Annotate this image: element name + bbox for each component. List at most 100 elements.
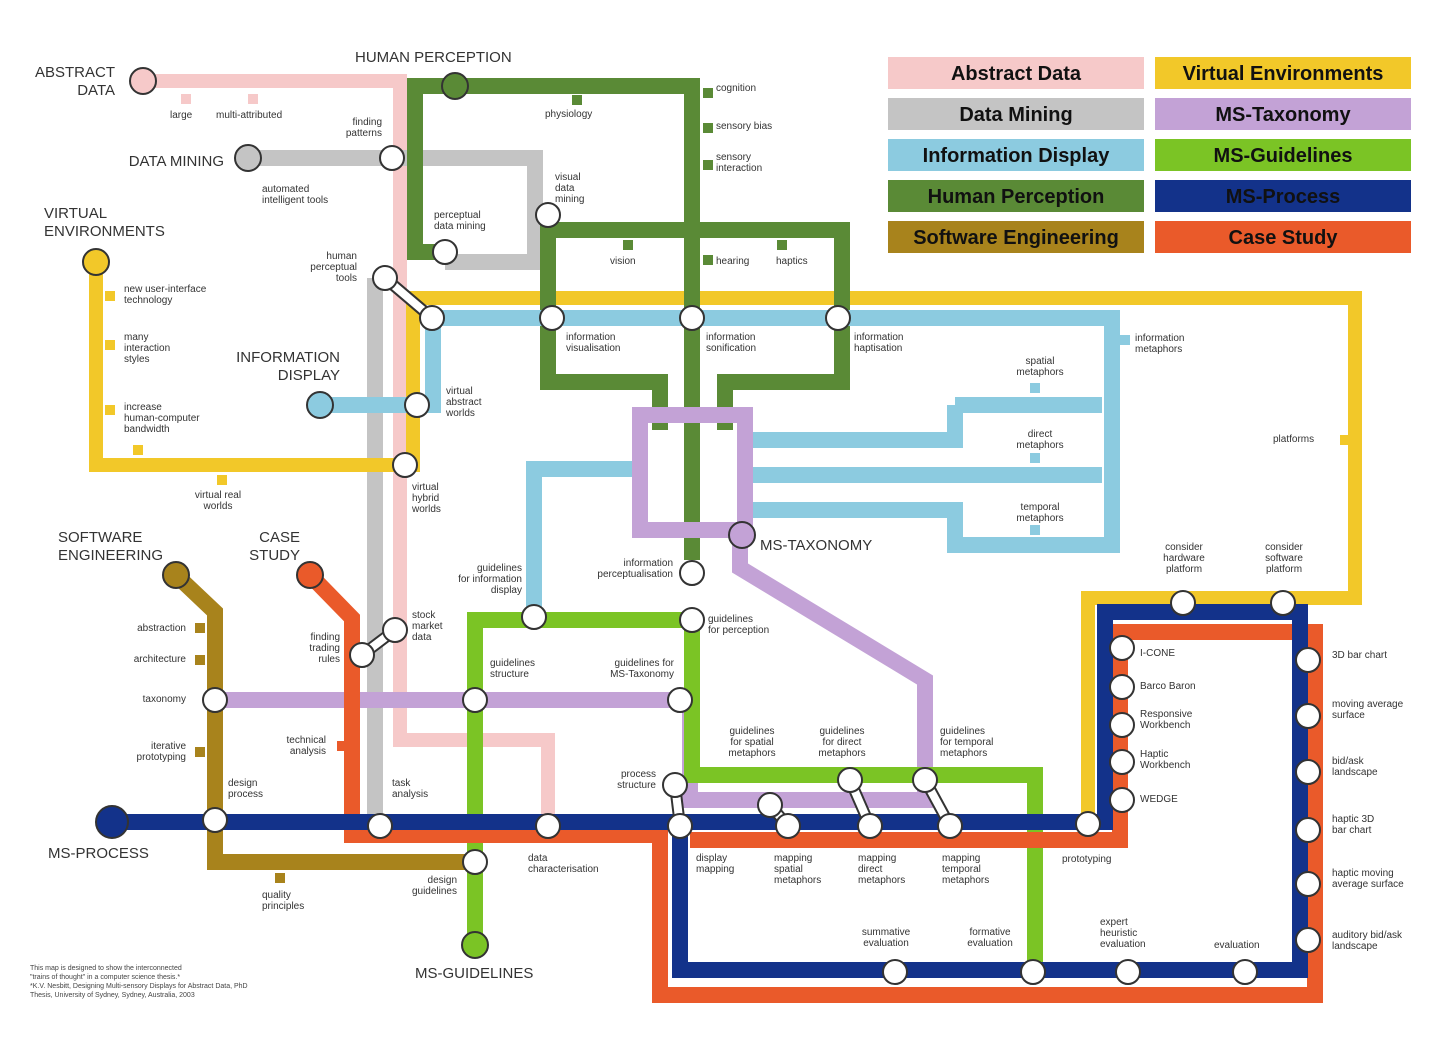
- legend-label: Software Engineering: [913, 227, 1119, 249]
- station[interactable]: [857, 813, 883, 839]
- station[interactable]: [1109, 787, 1135, 813]
- station[interactable]: [1109, 674, 1135, 700]
- legend-swatch: [1155, 57, 1411, 89]
- line-stub: [572, 95, 582, 105]
- station[interactable]: [837, 767, 863, 793]
- station[interactable]: [539, 305, 565, 331]
- station[interactable]: [1109, 712, 1135, 738]
- station[interactable]: [1020, 959, 1046, 985]
- station-label-physiology: physiology: [545, 109, 592, 120]
- station[interactable]: [535, 202, 561, 228]
- terminal-virtual-environments[interactable]: [82, 248, 110, 276]
- station[interactable]: [535, 813, 561, 839]
- line-stub: [133, 445, 143, 455]
- terminal-label-ms-guidelines: MS-GUIDELINES: [415, 965, 533, 982]
- station[interactable]: [382, 617, 408, 643]
- station[interactable]: [1109, 749, 1135, 775]
- station[interactable]: [912, 767, 938, 793]
- terminal-case-study[interactable]: [296, 561, 324, 589]
- line-stub: [623, 240, 633, 250]
- station[interactable]: [937, 813, 963, 839]
- station[interactable]: [757, 792, 783, 818]
- terminal-data-mining[interactable]: [234, 144, 262, 172]
- legend-swatch: [1155, 221, 1411, 253]
- line-stub: [703, 160, 713, 170]
- station[interactable]: [882, 959, 908, 985]
- station[interactable]: [1295, 871, 1321, 897]
- line-stub: [248, 94, 258, 104]
- station[interactable]: [349, 642, 375, 668]
- terminal-software-engineering[interactable]: [162, 561, 190, 589]
- station-label-vision: vision: [610, 256, 636, 267]
- line-stub: [105, 405, 115, 415]
- station[interactable]: [775, 813, 801, 839]
- station[interactable]: [372, 265, 398, 291]
- station[interactable]: [379, 145, 405, 171]
- station[interactable]: [1295, 647, 1321, 673]
- station[interactable]: [667, 687, 693, 713]
- station[interactable]: [367, 813, 393, 839]
- station[interactable]: [462, 849, 488, 875]
- station[interactable]: [1232, 959, 1258, 985]
- station[interactable]: [679, 305, 705, 331]
- line-stub: [777, 240, 787, 250]
- line-stub: [217, 475, 227, 485]
- station[interactable]: [1115, 959, 1141, 985]
- station[interactable]: [1170, 590, 1196, 616]
- station[interactable]: [679, 560, 705, 586]
- terminal-abstract-data[interactable]: [129, 67, 157, 95]
- line-stub: [1340, 435, 1350, 445]
- station[interactable]: [404, 392, 430, 418]
- station[interactable]: [202, 807, 228, 833]
- station[interactable]: [679, 607, 705, 633]
- station[interactable]: [825, 305, 851, 331]
- station[interactable]: [462, 687, 488, 713]
- station[interactable]: [667, 813, 693, 839]
- terminal-human-perception[interactable]: [441, 72, 469, 100]
- line-ms-process: [110, 604, 1308, 978]
- station[interactable]: [1270, 590, 1296, 616]
- line-stub: [195, 655, 205, 665]
- legend-label: Abstract Data: [951, 63, 1082, 85]
- terminal-ms-process[interactable]: [95, 805, 129, 839]
- station[interactable]: [1075, 811, 1101, 837]
- terminal-ms-taxonomy[interactable]: [728, 521, 756, 549]
- station-label-architecture: architecture: [134, 654, 187, 665]
- legend-label: MS-Guidelines: [1214, 145, 1353, 167]
- station-label-bar-chart-3d: 3D bar chart: [1332, 650, 1387, 661]
- station[interactable]: [1295, 703, 1321, 729]
- terminal-information-display[interactable]: [306, 391, 334, 419]
- station[interactable]: [1295, 759, 1321, 785]
- station[interactable]: [521, 604, 547, 630]
- station[interactable]: [1109, 635, 1135, 661]
- station[interactable]: [202, 687, 228, 713]
- station[interactable]: [1295, 817, 1321, 843]
- station[interactable]: [419, 305, 445, 331]
- station[interactable]: [432, 239, 458, 265]
- station[interactable]: [662, 772, 688, 798]
- station[interactable]: [1295, 927, 1321, 953]
- terminal-ms-guidelines[interactable]: [461, 931, 489, 959]
- station[interactable]: [392, 452, 418, 478]
